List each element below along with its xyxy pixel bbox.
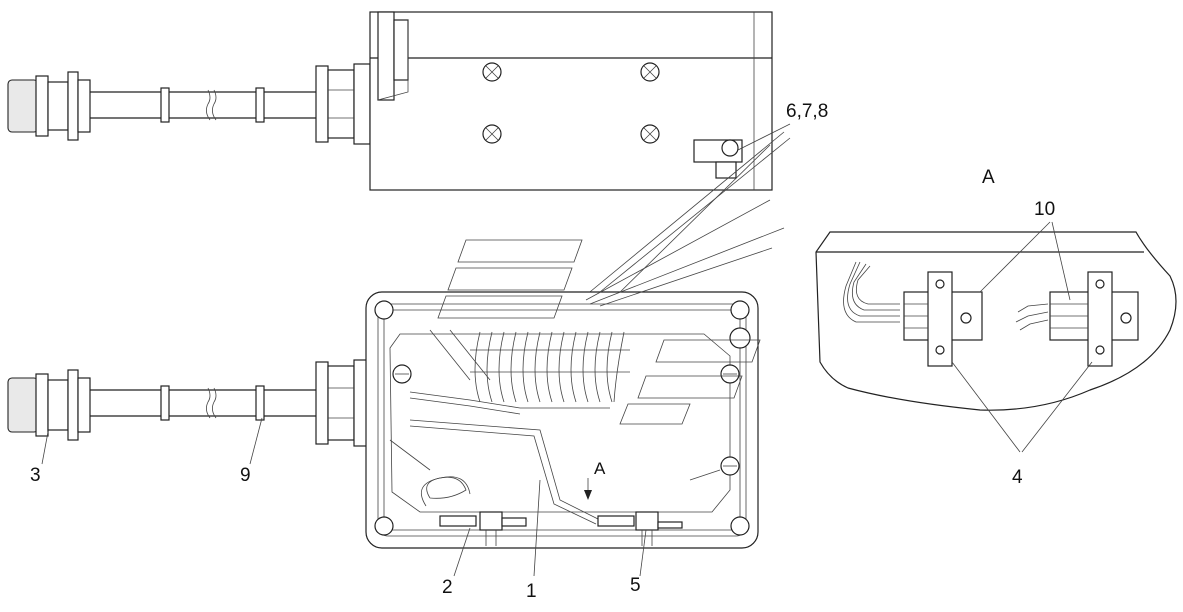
part-leaders [41, 417, 647, 577]
leader-6-7-8 [584, 123, 791, 301]
bottom-cable-gland [315, 359, 371, 447]
top-screws [482, 62, 739, 157]
label-view-a-arrow: A [594, 459, 606, 478]
detail-view-a [815, 221, 1177, 453]
label-part-2: 2 [442, 577, 453, 598]
wire-coil-bundle [409, 331, 630, 525]
bottom-terminals [421, 476, 683, 546]
bottom-screws [392, 364, 740, 476]
label-part-10: 10 [1034, 199, 1056, 220]
hatch-marks [429, 199, 785, 425]
top-box-body [369, 11, 773, 191]
label-part-5: 5 [630, 575, 641, 596]
view-a-arrow [584, 478, 592, 500]
label-view-a-title: A [982, 167, 995, 188]
bottom-cable [90, 385, 318, 421]
top-cable-gland [315, 63, 371, 145]
label-part-3: 3 [30, 465, 41, 486]
label-parts-6-7-8: 6,7,8 [786, 101, 829, 122]
top-connector-plug [7, 71, 91, 141]
top-cable [90, 87, 318, 123]
label-part-9: 9 [240, 465, 251, 486]
bottom-housing [365, 291, 759, 549]
label-part-1: 1 [526, 581, 537, 602]
label-part-4: 4 [1012, 467, 1023, 488]
bottom-connector-plug [7, 369, 91, 441]
bottom-plan-view [7, 199, 785, 549]
top-side-view [7, 11, 773, 191]
